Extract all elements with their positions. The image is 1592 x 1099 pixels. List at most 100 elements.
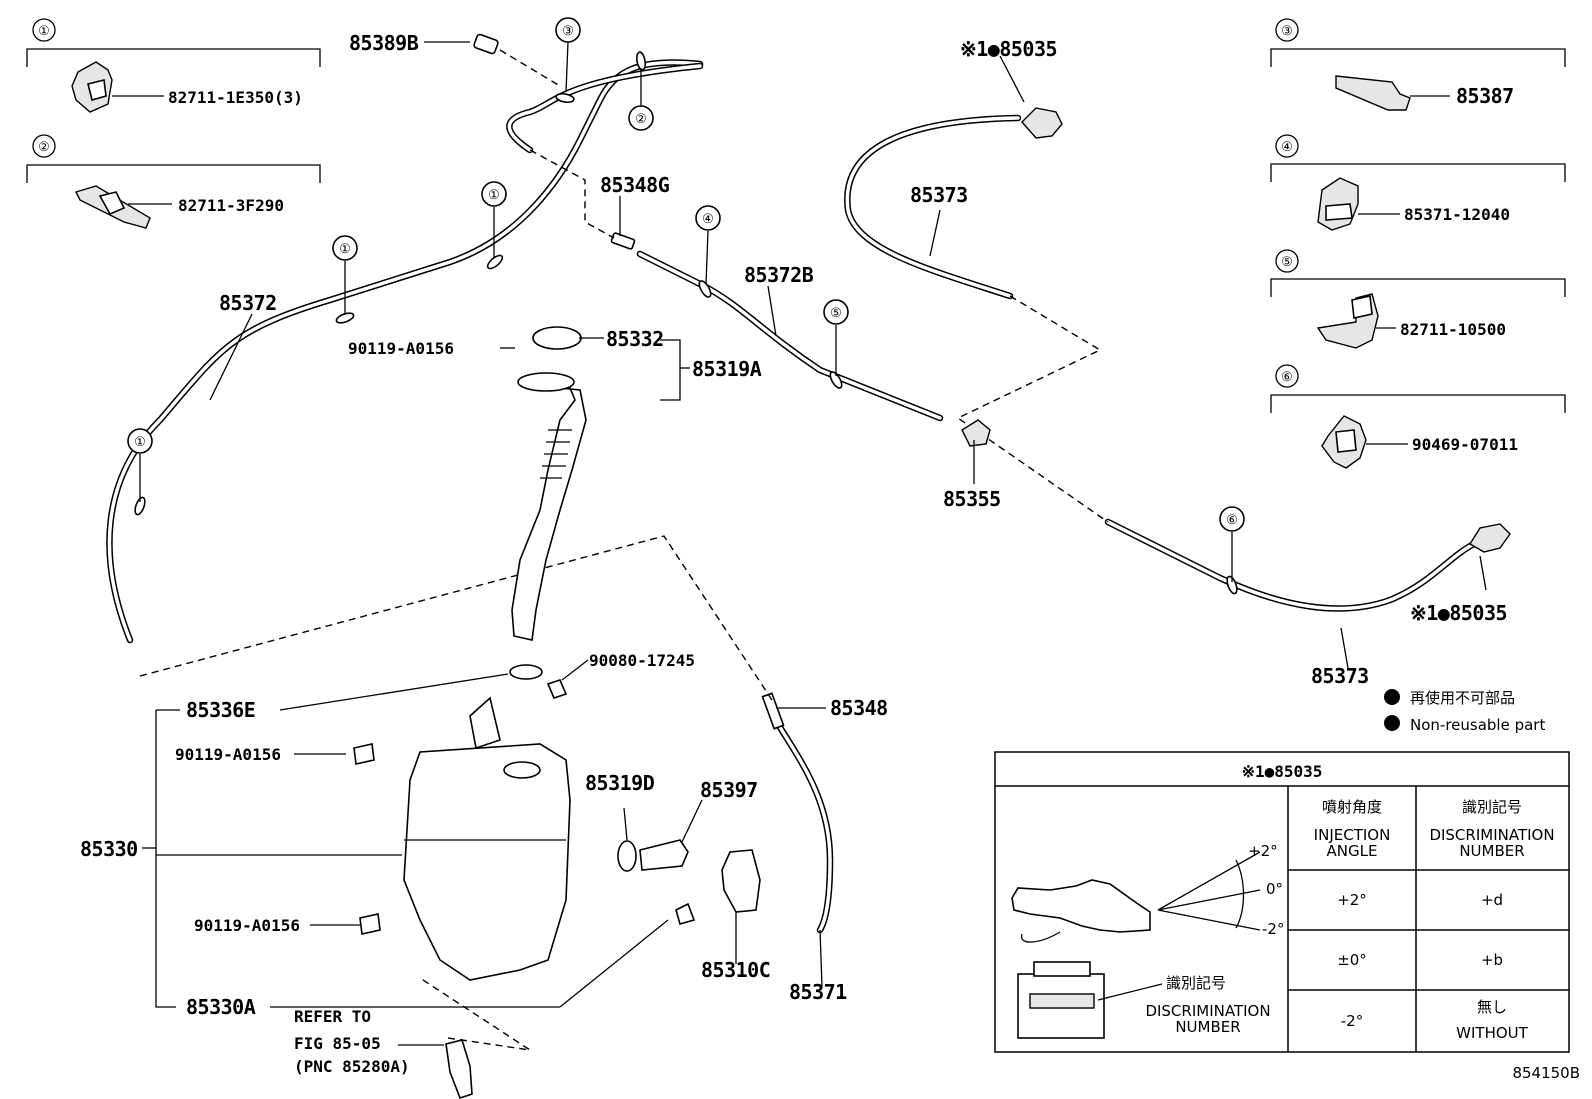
callout-box-3: ③ 85387: [1270, 18, 1566, 111]
header-angle-en1: INJECTION: [1314, 826, 1391, 844]
part-number: 90469-07011: [1412, 435, 1518, 454]
callout-box-1: ① 82711-1E350(3): [26, 18, 321, 113]
label-85348: 85348: [830, 696, 888, 720]
header-angle-jp: 噴射角度: [1322, 798, 1382, 816]
label-85372: 85372: [219, 291, 277, 315]
nut-90080-icon: [546, 679, 568, 699]
bolt-90119-icon: [353, 743, 375, 765]
label-90119-A0156-c: 90119-A0156: [194, 916, 300, 935]
grommet-85336E: [509, 664, 543, 680]
row2-angle: ±0°: [1337, 951, 1367, 969]
callout-number: ②: [38, 140, 50, 155]
nozzle-spray-illustration: +2° 0° -2°: [1011, 842, 1284, 943]
check-valve-85355: [961, 419, 991, 447]
svg-text:①: ①: [339, 242, 351, 257]
label-85348G: 85348G: [600, 173, 670, 197]
legend: 再使用不可部品 Non-reusable part: [1384, 689, 1545, 734]
callout-box-6: ⑥ 90469-07011: [1270, 364, 1566, 469]
diagram-code: 854150B: [1512, 1064, 1580, 1082]
label-85371: 85371: [789, 980, 847, 1004]
legend-jp: 再使用不可部品: [1410, 689, 1515, 707]
label-85310C: 85310C: [701, 958, 770, 982]
label-85330: 85330: [80, 837, 138, 861]
callout-number: ①: [38, 24, 50, 39]
part-number: 85371-12040: [1404, 205, 1510, 224]
disc-label-jp: 識別記号: [1166, 974, 1226, 992]
angle-mark-0: 0°: [1266, 880, 1283, 898]
oring-85319D-icon: [617, 840, 637, 872]
svg-text:③: ③: [562, 24, 574, 39]
leader-lines: [142, 41, 1487, 1046]
nozzle-table: ※1●85035 噴射角度 INJECTION ANGLE 識別記号 DISCR…: [994, 751, 1570, 1053]
grommet-icon: [675, 902, 696, 925]
svg-text:①: ①: [488, 188, 500, 203]
refer-line-2: FIG 85-05: [294, 1034, 381, 1053]
refer-line-3: (PNC 85280A): [294, 1057, 410, 1076]
clip-icon: [1317, 177, 1359, 231]
label-90119-A0156: 90119-A0156: [348, 339, 454, 358]
part-number: 85387: [1456, 84, 1514, 108]
leader-dashes: [139, 49, 1109, 1051]
part-labels: 85389B 85348G 85372 85372B 85332 85319A …: [80, 31, 1508, 1076]
header-disc-en1: DISCRIMINATION: [1429, 826, 1554, 844]
connector-85389B: [473, 33, 499, 55]
small-parts: [353, 679, 761, 1099]
callout-number: ⑥: [1281, 370, 1293, 385]
filler-neck-85319A: [511, 326, 587, 641]
svg-text:①: ①: [134, 435, 146, 450]
hose-85373-upper: [844, 114, 1022, 300]
hose-85372-upper-branch: [506, 62, 704, 154]
washer-nozzle-lower: [1469, 523, 1511, 553]
part-number: 82711-1E350(3): [168, 88, 303, 107]
label-85355: 85355: [943, 487, 1001, 511]
callout-number: ③: [1281, 24, 1293, 39]
header-disc-en2: NUMBER: [1459, 842, 1524, 860]
svg-text:⑥: ⑥: [1226, 513, 1238, 528]
label-85336E: 85336E: [186, 698, 255, 722]
header-angle-en2: ANGLE: [1327, 842, 1378, 860]
label-85035-upper: ※1●85035: [960, 37, 1057, 61]
refer-line-1: REFER TO: [294, 1007, 371, 1026]
hose-clamps: [134, 51, 1238, 595]
discrimination-illustration: 識別記号 DISCRIMINATION NUMBER: [1017, 961, 1271, 1039]
callout-number: ④: [1281, 140, 1293, 155]
row1-disc: +d: [1481, 891, 1503, 909]
bolt-90119-icon: [359, 913, 381, 935]
angle-mark-plus2: +2°: [1248, 842, 1278, 860]
row3-angle: -2°: [1341, 1012, 1363, 1030]
svg-text:②: ②: [635, 112, 647, 127]
callout-number: ⑤: [1281, 255, 1293, 270]
svg-text:⑤: ⑤: [830, 306, 842, 321]
label-85319A: 85319A: [692, 357, 762, 381]
label-85319D: 85319D: [585, 771, 655, 795]
part-number: 82711-3F290: [178, 196, 284, 215]
hose-85372: [106, 59, 704, 644]
table-title: ※1●85035: [1242, 762, 1323, 781]
label-90119-A0156-b: 90119-A0156: [175, 745, 281, 764]
callout-box-4: ④ 85371-12040: [1270, 134, 1566, 231]
callout-box-5: ⑤ 82711-10500: [1270, 249, 1566, 349]
disc-label-en1: DISCRIMINATION: [1145, 1002, 1270, 1020]
angle-mark-minus2: -2°: [1262, 920, 1284, 938]
hose-85371: [761, 692, 834, 934]
label-85373: 85373: [910, 183, 968, 207]
legend-en: Non-reusable part: [1410, 716, 1545, 734]
label-85035-lower: ※1●85035: [1410, 601, 1507, 625]
label-85372B: 85372B: [744, 263, 814, 287]
part-number: 82711-10500: [1400, 320, 1506, 339]
sensor-85397-icon: [639, 839, 689, 871]
hose-callouts: ③ ② ① ① ① ④ ⑤ ⑥: [127, 17, 1245, 582]
label-85330A: 85330A: [186, 995, 256, 1019]
connector-85348G: [610, 232, 636, 250]
row3-disc: 無し: [1477, 998, 1507, 1016]
hose-85373-lower: [1104, 518, 1478, 612]
label-85397: 85397: [700, 778, 758, 802]
disc-label-en2: NUMBER: [1175, 1018, 1240, 1036]
washer-nozzle-upper: [1021, 107, 1063, 139]
label-90080-17245: 90080-17245: [589, 651, 695, 670]
clip-icon: [1335, 75, 1411, 111]
row3-disc2: WITHOUT: [1456, 1024, 1528, 1042]
pump-85280A-icon: [445, 1039, 473, 1099]
washer-tank-85330: [403, 664, 571, 981]
